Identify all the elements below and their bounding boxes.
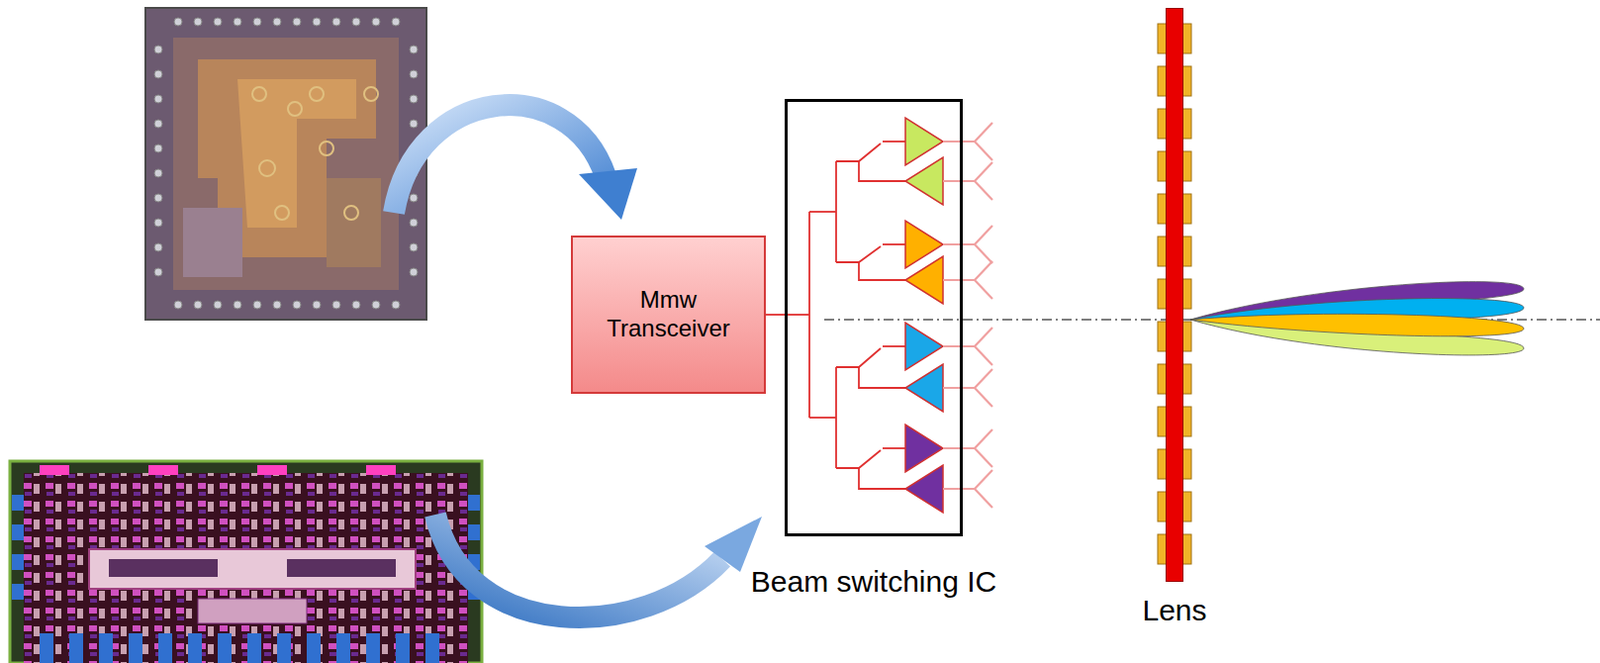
beam-lobe: [1190, 282, 1524, 356]
switch-tree: [787, 141, 906, 489]
caption-label: Beam switching IC: [751, 564, 997, 600]
chip-photo: [145, 7, 427, 320]
transceiver-box: Mmw Transceiver: [570, 235, 766, 394]
switching-ic-box: Beam switching IC: [784, 98, 963, 537]
box-label: Mmw Transceiver: [580, 285, 756, 344]
antenna: [942, 122, 993, 508]
caption-label: Lens: [1141, 592, 1207, 629]
lens-bar: Lens: [1165, 7, 1184, 582]
chip-layout: [9, 461, 482, 663]
amplifier: [905, 117, 943, 513]
signal-line: [765, 314, 785, 316]
